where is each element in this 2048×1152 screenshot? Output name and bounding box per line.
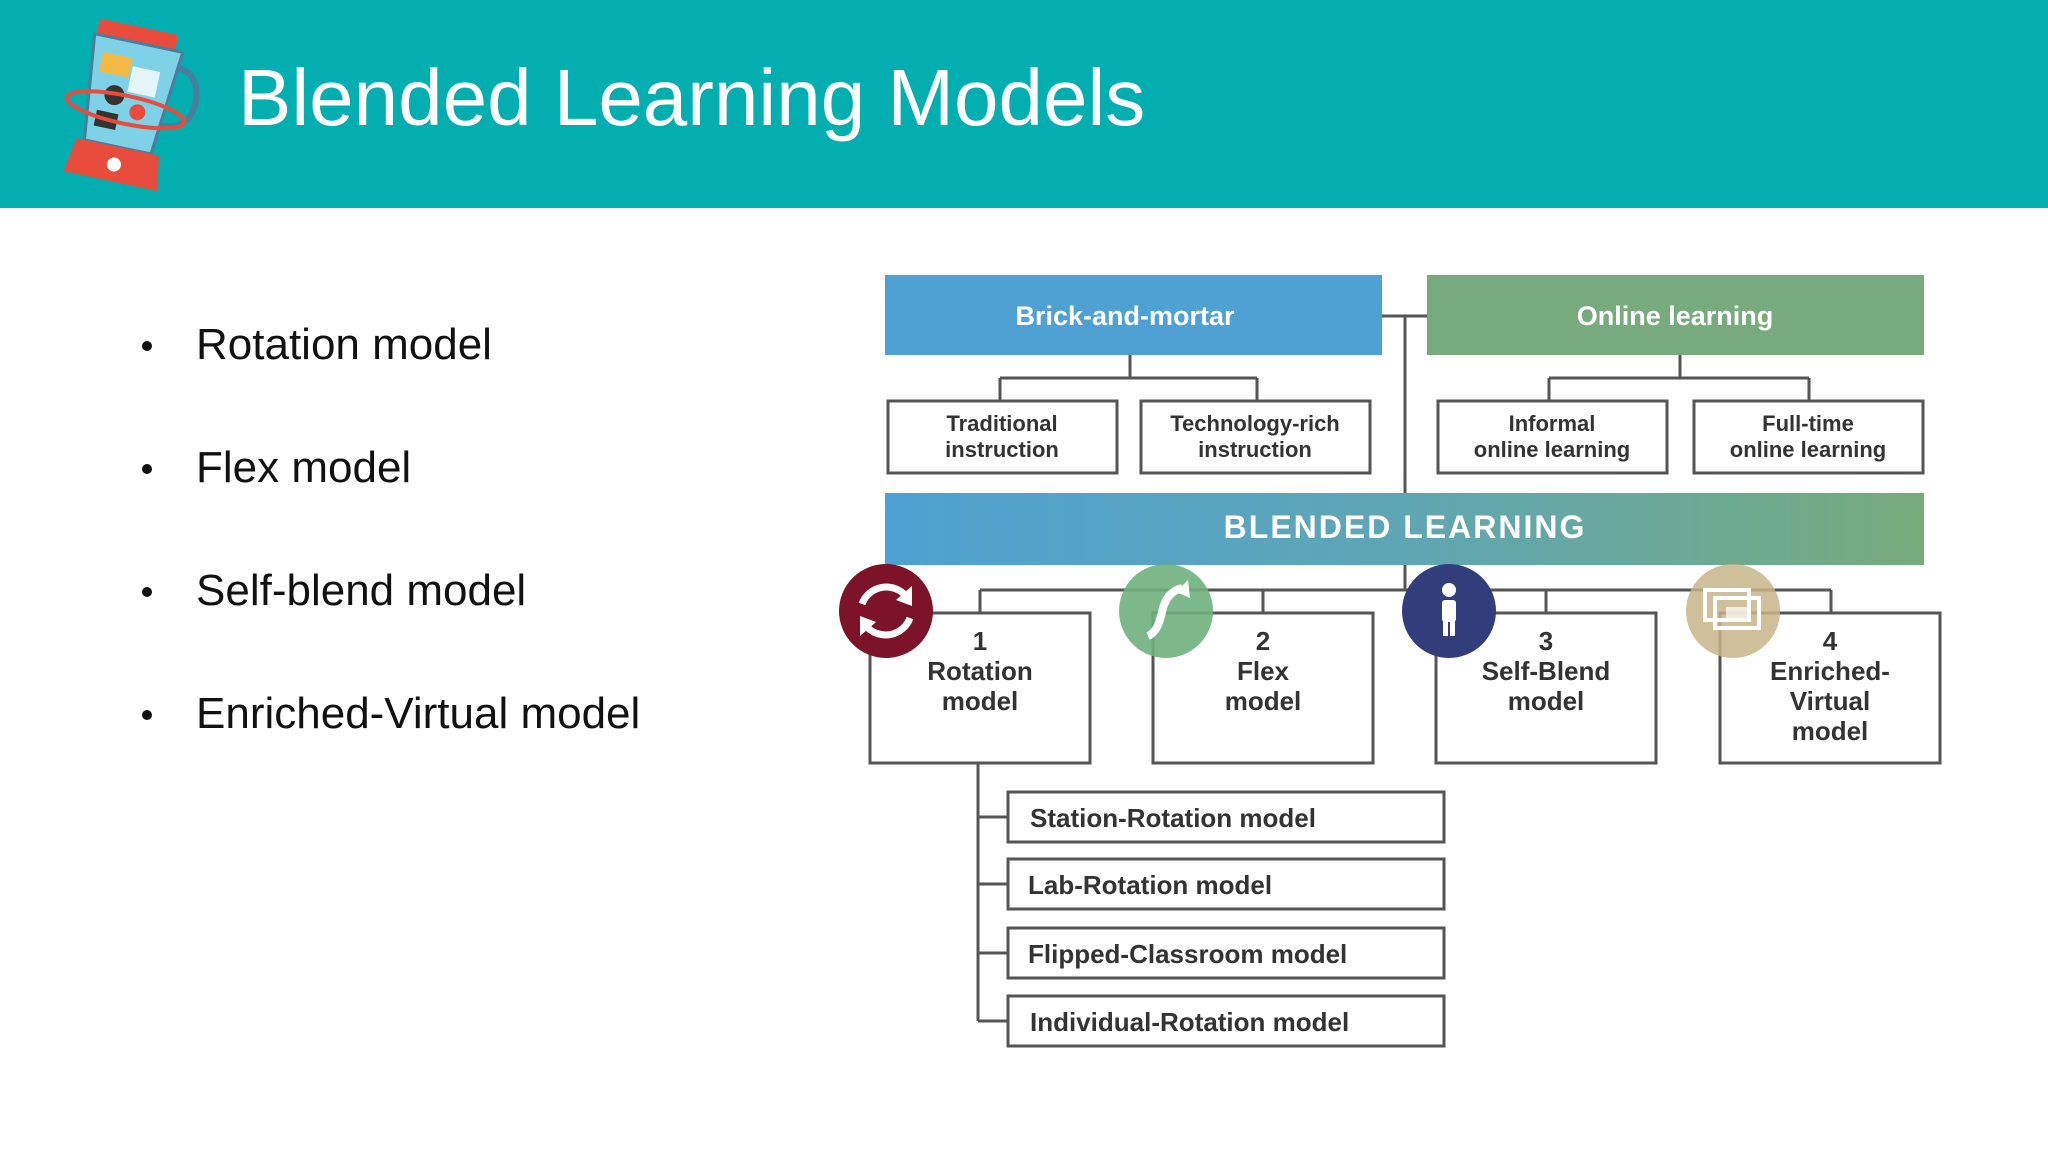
model-line: Virtual	[1790, 686, 1870, 716]
model-line: Enriched-	[1770, 656, 1890, 686]
model-line: model	[942, 686, 1019, 716]
box-line: Technology-rich	[1170, 411, 1340, 436]
traditional-instruction-box: Traditional instruction	[886, 399, 1119, 475]
blender-logo-icon	[63, 19, 200, 192]
station-rotation-model-box: Station-Rotation model	[1006, 790, 1446, 844]
box-line: Informal	[1509, 411, 1596, 436]
box-line: Traditional	[946, 411, 1057, 436]
box-line: instruction	[1198, 437, 1312, 462]
virtual-screen-icon	[1686, 564, 1780, 658]
model-number: 4	[1823, 626, 1838, 656]
title-bar: Blended Learning Models	[0, 0, 2048, 208]
blended-learning-label: BLENDED LEARNING	[1224, 509, 1587, 545]
informal-online-learning-box: Informal online learning	[1436, 399, 1669, 475]
brick-and-mortar-label: Brick-and-mortar	[1015, 301, 1235, 331]
box-line: instruction	[945, 437, 1059, 462]
slide-title: Blended Learning Models	[238, 53, 1146, 142]
online-learning-box	[1427, 275, 1924, 355]
bullet-text: Self-blend model	[196, 566, 527, 615]
technology-rich-instruction-box: Technology-rich instruction	[1139, 399, 1372, 475]
full-time-online-learning-box: Full-time online learning	[1692, 399, 1925, 475]
bullet-dot	[142, 710, 152, 720]
box-line: online learning	[1474, 437, 1630, 462]
connector-lines	[976, 314, 1833, 1023]
model-line: Rotation	[927, 656, 1032, 686]
model-line: Flex	[1237, 656, 1290, 686]
bullet-item: Enriched-Virtual model	[130, 674, 640, 797]
individual-rotation-model-box: Individual-Rotation model	[1006, 994, 1446, 1048]
bullet-text: Rotation model	[196, 320, 492, 369]
bullet-item: Rotation model	[130, 305, 640, 428]
bullet-text: Enriched-Virtual model	[196, 689, 641, 738]
box-line: Full-time	[1762, 411, 1854, 436]
bullet-dot	[142, 464, 152, 474]
bullet-list: Rotation model Flex model Self-blend mod…	[130, 305, 640, 797]
brick-and-mortar-box	[885, 275, 1382, 355]
submodel-label: Station-Rotation model	[1030, 803, 1316, 833]
model-number: 3	[1539, 626, 1553, 656]
bullet-text: Flex model	[196, 443, 412, 492]
person-icon	[1402, 564, 1496, 658]
blended-learning-band	[885, 493, 1924, 565]
flipped-classroom-model-box: Flipped-Classroom model	[1006, 926, 1446, 980]
model-line: model	[1792, 716, 1869, 746]
flex-arrow-icon	[1119, 564, 1213, 658]
bullet-dot	[142, 341, 152, 351]
model-line: model	[1508, 686, 1585, 716]
submodel-label: Individual-Rotation model	[1030, 1007, 1349, 1037]
bullet-dot	[142, 587, 152, 597]
model-line: Self-Blend	[1482, 656, 1611, 686]
model-number: 2	[1256, 626, 1270, 656]
model-line: model	[1225, 686, 1302, 716]
rotation-arrows-icon	[839, 564, 933, 658]
bullet-item: Flex model	[130, 428, 640, 551]
submodel-label: Flipped-Classroom model	[1028, 939, 1347, 969]
submodel-label: Lab-Rotation model	[1028, 870, 1272, 900]
model-number: 1	[973, 626, 987, 656]
online-learning-label: Online learning	[1577, 301, 1774, 331]
bullet-item: Self-blend model	[130, 551, 640, 674]
box-line: online learning	[1730, 437, 1886, 462]
lab-rotation-model-box: Lab-Rotation model	[1006, 857, 1446, 911]
